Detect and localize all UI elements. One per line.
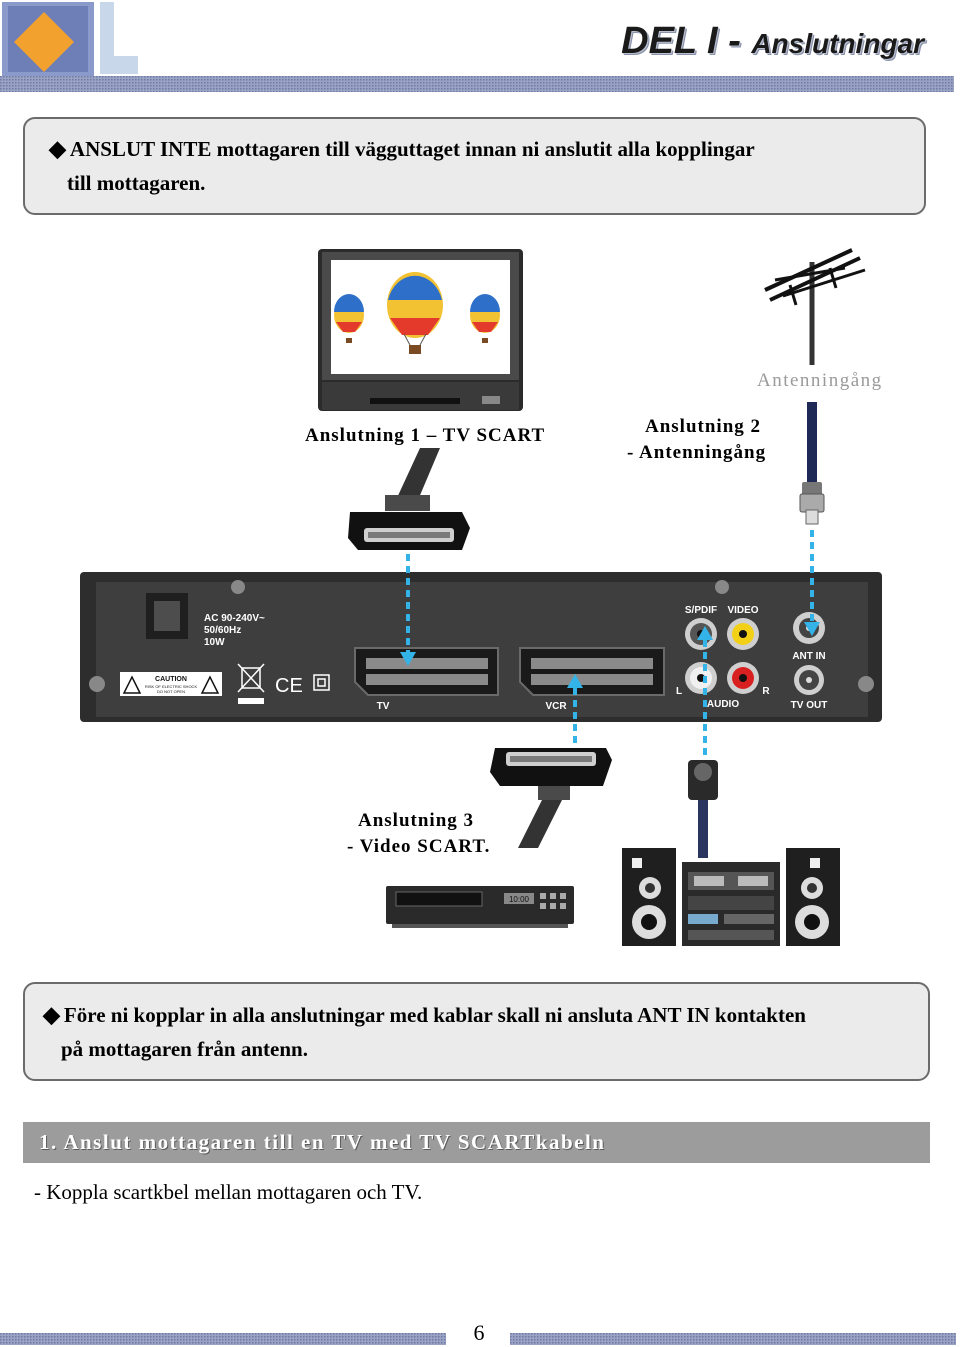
arrow-antenna-icon xyxy=(804,530,820,636)
antenna-cable-icon xyxy=(799,402,825,525)
logo-diamond-icon xyxy=(14,12,74,72)
stereo-system-icon xyxy=(622,848,840,946)
footer-bar-left xyxy=(0,1333,446,1345)
balloon-left-icon xyxy=(334,294,364,343)
audio-right-jack xyxy=(727,662,759,694)
warning-line-2: till mottagaren. xyxy=(67,171,206,195)
caution-label: CAUTION xyxy=(155,676,187,683)
section-body-text: - Koppla scartkbel mellan mottagaren och… xyxy=(34,1180,423,1204)
audio-label: AUDIO xyxy=(707,699,739,710)
tv-scart-socket: TV xyxy=(354,647,499,712)
video-jack xyxy=(727,618,759,650)
footer-bar-right xyxy=(510,1333,956,1345)
page-title: DEL I - Anslutningar xyxy=(621,20,924,63)
tv-socket-label: TV xyxy=(377,701,390,712)
diamond-bullet-icon: ◆ xyxy=(49,136,66,161)
header-divider xyxy=(0,76,954,92)
double-insulation-icon xyxy=(313,674,330,691)
vcr-display: 10:00 xyxy=(509,895,530,904)
arrow-vcr-scart-icon xyxy=(567,674,583,746)
audio-left-jack xyxy=(685,662,717,694)
warning-note: ◆ANSLUT INTE mottagaren till vägguttaget… xyxy=(23,117,926,215)
arrow-tv-scart-icon xyxy=(400,554,416,666)
weee-bin-icon xyxy=(237,663,265,704)
page-number: 6 xyxy=(473,1320,485,1345)
power-rating-line1: AC 90-240V~ xyxy=(204,613,265,624)
caution-sub1: RISK OF ELECTRIC SHOCK xyxy=(145,684,198,689)
section-heading: 1. Anslut mottagaren till en TV med TV S… xyxy=(23,1122,930,1163)
logo xyxy=(0,0,140,80)
balloon-right-icon xyxy=(470,294,500,343)
antenna-input-label: Antenningång xyxy=(757,370,883,391)
diamond-bullet-icon: ◆ xyxy=(43,1002,60,1027)
audio-right-label: R xyxy=(762,686,770,697)
vcr-icon: 10:00 xyxy=(386,886,574,928)
connection-2-sublabel: - Antenningång xyxy=(627,442,767,463)
spdif-label: S/PDIF xyxy=(685,605,717,616)
arrow-audio-icon xyxy=(697,626,713,758)
vcr-scart-socket: VCR xyxy=(519,647,665,712)
connection-1-label: Anslutning 1 – TV SCART xyxy=(305,425,546,446)
power-rating-line3: 10W xyxy=(204,637,225,648)
title-sub: Anslutningar xyxy=(751,28,924,59)
info-line-1: Före ni kopplar in alla anslutningar med… xyxy=(63,1003,806,1027)
warning-line-1: ANSLUT INTE mottagaren till vägguttaget … xyxy=(69,137,755,161)
audio-left-label: L xyxy=(676,686,682,697)
balloon-large-icon xyxy=(387,272,443,354)
receiver-back-panel: AC 90-240V~ 50/60Hz 10W CAUTION RISK OF … xyxy=(80,572,882,722)
power-rating-line2: 50/60Hz xyxy=(204,625,241,636)
tv-out-label: TV OUT xyxy=(791,700,828,711)
connection-2-label: Anslutning 2 xyxy=(645,416,762,437)
vcr-socket-label: VCR xyxy=(545,701,567,712)
info-note: ◆Före ni kopplar in alla anslutningar me… xyxy=(23,982,930,1081)
tv-out-jack xyxy=(794,665,824,695)
info-line-2: på mottagaren från antenn. xyxy=(61,1037,308,1061)
antenna-icon xyxy=(764,248,866,365)
ce-mark: CE xyxy=(275,675,303,697)
title-main: DEL I - xyxy=(621,20,752,62)
connection-3-sublabel: - Video SCART. xyxy=(347,836,491,857)
audio-cable-icon xyxy=(688,760,718,858)
scart-plug-vcr-icon xyxy=(490,748,612,848)
connection-3-label: Anslutning 3 xyxy=(358,810,475,831)
scart-plug-tv-icon xyxy=(348,448,470,550)
tv-set-icon xyxy=(318,249,523,411)
connection-diagram: AC 90-240V~ 50/60Hz 10W CAUTION RISK OF … xyxy=(80,248,882,946)
caution-sub2: DO NOT OPEN xyxy=(157,689,185,694)
ant-in-label: ANT IN xyxy=(792,651,825,662)
video-label: VIDEO xyxy=(727,605,758,616)
